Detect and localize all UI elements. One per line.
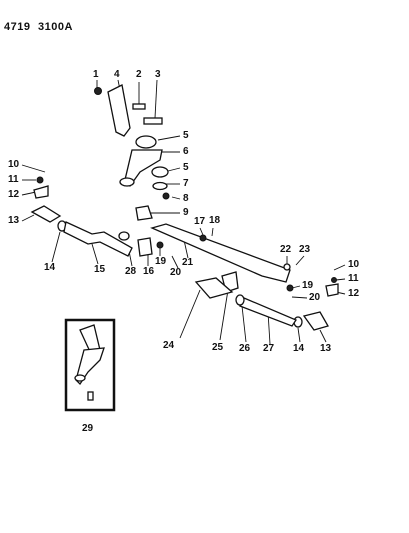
nut xyxy=(94,87,102,95)
callout-24: 24 xyxy=(163,340,175,351)
callout-4: 4 xyxy=(114,69,120,80)
callout-14-right: 14 xyxy=(293,343,305,354)
seal-boot xyxy=(135,205,153,221)
callout-25: 25 xyxy=(212,342,224,353)
washer xyxy=(152,181,168,191)
callout-8: 8 xyxy=(183,193,189,204)
callout-17: 17 xyxy=(194,216,206,227)
callout-26: 26 xyxy=(239,343,251,354)
callout-9: 9 xyxy=(183,207,189,218)
adjuster-tube xyxy=(63,221,133,257)
callout-3: 3 xyxy=(155,69,161,80)
callout-2: 2 xyxy=(136,69,142,80)
callout-5-lower: 5 xyxy=(183,162,189,173)
callout-20-right: 20 xyxy=(309,292,321,303)
idler-arm-assembly xyxy=(94,84,170,221)
callout-10-right: 10 xyxy=(348,259,360,270)
idler-arm-eye xyxy=(119,177,135,187)
callout-27: 27 xyxy=(263,343,275,354)
callout-23: 23 xyxy=(299,244,311,255)
bushing-center xyxy=(137,237,153,257)
tie-rod-end-left xyxy=(30,205,62,223)
callout-19-right: 19 xyxy=(302,280,314,291)
bolt xyxy=(132,103,146,110)
nut-19-right xyxy=(286,284,294,292)
boot-right xyxy=(325,283,339,297)
center-stud xyxy=(118,231,130,241)
inset-panel xyxy=(64,318,116,412)
callout-16: 16 xyxy=(143,266,155,277)
diagram-code-left: 4719 xyxy=(4,21,31,33)
inset-stud xyxy=(87,391,94,401)
bushing-upper xyxy=(135,135,157,149)
tie-rod-end-24 xyxy=(194,277,234,299)
left-tie-rod xyxy=(30,176,164,257)
callout-13-left: 13 xyxy=(8,215,20,226)
inset-frame xyxy=(64,318,116,412)
tube-27 xyxy=(239,297,297,327)
callout-18: 18 xyxy=(209,215,221,226)
callout-15: 15 xyxy=(94,264,106,275)
callout-6: 6 xyxy=(183,146,189,157)
inset-eye xyxy=(74,374,86,382)
callout-12-left: 12 xyxy=(8,189,20,200)
callout-11-left: 11 xyxy=(8,174,19,185)
callout-5-upper: 5 xyxy=(183,130,189,141)
nut-22 xyxy=(283,263,291,271)
callout-11-right: 11 xyxy=(348,273,359,284)
callout-12-right: 12 xyxy=(348,288,360,299)
callout-22: 22 xyxy=(280,244,292,255)
callout-29: 29 xyxy=(82,423,94,434)
right-tie-rod xyxy=(194,271,339,331)
idler-bracket xyxy=(107,84,131,137)
tie-rod-end-right xyxy=(302,311,329,331)
diagram-code-right: 3100A xyxy=(38,21,73,33)
nut-11-right xyxy=(331,277,337,283)
callout-1: 1 xyxy=(93,69,99,80)
callout-10-left: 10 xyxy=(8,159,20,170)
cotter-nut xyxy=(36,176,44,184)
callout-28: 28 xyxy=(125,266,137,277)
nut-center xyxy=(156,241,164,249)
center-link xyxy=(150,223,291,283)
callout-13-right: 13 xyxy=(320,343,332,354)
callout-21: 21 xyxy=(182,257,194,268)
clamp-26 xyxy=(235,294,245,306)
callout-14-left: 14 xyxy=(44,262,56,273)
callout-20-left: 20 xyxy=(170,267,182,278)
nut-17 xyxy=(199,234,207,242)
callout-19-left: 19 xyxy=(155,256,167,267)
boot xyxy=(33,185,49,199)
center-link-bar xyxy=(150,223,291,283)
bolt-long xyxy=(143,117,163,125)
nut-lower xyxy=(162,192,170,200)
bushing-lower xyxy=(151,166,169,178)
callout-7: 7 xyxy=(183,178,189,189)
